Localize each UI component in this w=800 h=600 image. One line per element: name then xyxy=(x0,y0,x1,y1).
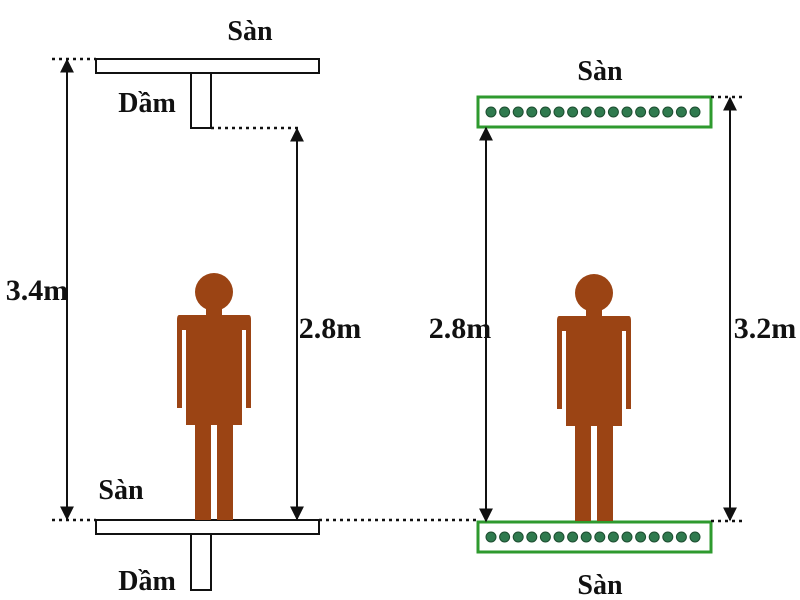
slab-void xyxy=(621,531,633,543)
left-top-slab xyxy=(95,58,320,74)
slab-void xyxy=(635,106,647,118)
left-bottom-slab xyxy=(95,519,320,535)
slab-void xyxy=(662,106,674,118)
slab-void xyxy=(648,106,660,118)
slab-void xyxy=(553,531,565,543)
right-section: Sàn 2.8m 3.2m Sàn xyxy=(429,56,797,600)
slab-void xyxy=(567,106,579,118)
left-clear-height-label: 2.8m xyxy=(299,312,362,345)
left-bottom-beam-label: Dầm xyxy=(118,566,176,597)
right-top-slab-label: Sàn xyxy=(577,56,623,87)
slab-void xyxy=(567,531,579,543)
right-clear-height-label: 2.8m xyxy=(429,312,492,345)
slab-void xyxy=(499,531,511,543)
left-bottom-beam xyxy=(190,533,212,591)
left-person-figure xyxy=(177,273,251,520)
slab-void xyxy=(512,106,524,118)
slab-void xyxy=(512,531,524,543)
slab-void xyxy=(553,106,565,118)
slab-void xyxy=(499,106,511,118)
slab-void xyxy=(621,106,633,118)
slab-void xyxy=(675,531,687,543)
slab-void xyxy=(607,531,619,543)
slab-void xyxy=(675,106,687,118)
slab-void xyxy=(635,531,647,543)
slab-void xyxy=(689,531,701,543)
slab-void xyxy=(539,531,551,543)
left-bottom-slab-label: Sàn xyxy=(98,475,144,506)
slab-void xyxy=(662,531,674,543)
slab-void xyxy=(607,106,619,118)
left-top-beam xyxy=(190,72,212,129)
slab-void xyxy=(580,531,592,543)
right-total-height-label: 3.2m xyxy=(734,312,797,345)
slab-void xyxy=(689,106,701,118)
right-bottom-slab-voids xyxy=(485,531,701,543)
right-person-figure xyxy=(557,274,631,521)
left-top-beam-label: Dầm xyxy=(118,88,176,119)
slab-void xyxy=(539,106,551,118)
left-section: Sàn Dầm 3.4m 2.8m Sàn Dầm xyxy=(6,16,476,597)
right-top-slab-voids xyxy=(485,106,701,118)
slab-void xyxy=(648,531,660,543)
slab-void xyxy=(580,106,592,118)
slab-void xyxy=(594,531,606,543)
left-total-height-label: 3.4m xyxy=(6,274,69,307)
slab-void xyxy=(526,531,538,543)
slab-void xyxy=(594,106,606,118)
slab-void xyxy=(485,106,497,118)
right-bottom-slab-label: Sàn xyxy=(577,570,623,600)
left-top-slab-label: Sàn xyxy=(227,16,273,47)
slab-void xyxy=(526,106,538,118)
slab-void xyxy=(485,531,497,543)
